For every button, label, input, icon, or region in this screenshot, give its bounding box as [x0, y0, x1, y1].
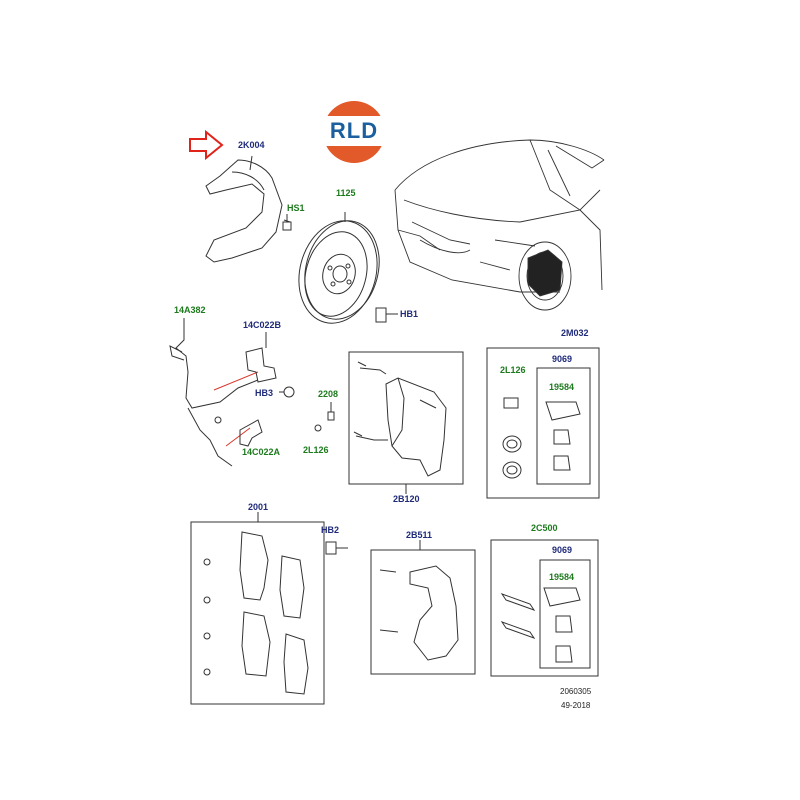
bleed-screw-part: [314, 402, 335, 432]
label-HS1: HS1: [287, 203, 305, 213]
label-9069-a: 9069: [552, 354, 573, 364]
label-19584-a: 19584: [549, 382, 575, 392]
label-HB3: HB3: [255, 388, 274, 398]
bracket-14c022a-part: [239, 419, 263, 447]
label-2L126-a: 2L126: [303, 445, 329, 455]
label-14C022B: 14C022B: [243, 320, 282, 330]
highlight-arrow-icon: [189, 129, 224, 161]
label-2208: 2208: [318, 389, 339, 399]
label-14A382: 14A382: [174, 305, 206, 315]
carrier-box: [370, 540, 476, 675]
label-1125: 1125: [336, 188, 356, 198]
brake-disc-part: [298, 212, 380, 324]
drawing-date: 49-2018: [561, 701, 591, 710]
label-2M032: 2M032: [561, 328, 589, 338]
rld-logo: [322, 101, 386, 163]
logo-text: RLD: [329, 118, 379, 143]
label-HB1: HB1: [400, 309, 419, 319]
label-19584-b: 19584: [549, 572, 575, 582]
caliper-box: [348, 351, 464, 494]
bolt-hb2-part: [325, 541, 348, 555]
label-2K004: 2K004: [238, 140, 265, 150]
bracket-14c022b-part: [245, 332, 277, 383]
abs-sensor-part: [169, 318, 259, 467]
brake-pads-box: [190, 512, 325, 705]
drawing-number: 2060305: [560, 687, 592, 696]
label-HB2: HB2: [321, 525, 340, 535]
label-2001: 2001: [248, 502, 269, 512]
label-2L126-b: 2L126: [500, 365, 526, 375]
bolt-hb1-part: [375, 307, 398, 323]
bolt-hb3-part: [279, 386, 295, 398]
splash-shield-part: [205, 155, 291, 263]
label-2B120: 2B120: [393, 494, 420, 504]
screw-hs1-part: [282, 214, 292, 231]
vehicle-outline: [394, 139, 605, 311]
label-14C022A: 14C022A: [242, 447, 281, 457]
seal-kit-box: [486, 347, 600, 499]
label-9069-b: 9069: [552, 545, 573, 555]
label-2C500: 2C500: [531, 523, 558, 533]
guide-pin-kit-box: [490, 539, 599, 677]
label-2B511: 2B511: [406, 530, 433, 540]
